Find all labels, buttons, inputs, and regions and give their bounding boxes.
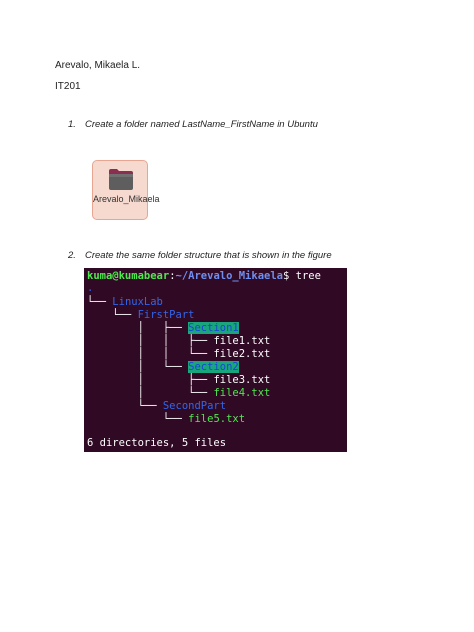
- course-code: IT201: [55, 81, 81, 92]
- tree-root: .: [87, 282, 94, 294]
- prompt-line: kuma@kumabear:~/Arevalo_Mikaela$ tree: [87, 270, 321, 283]
- prompt-separator: :: [169, 270, 176, 282]
- item-number-2: 2.: [68, 250, 76, 261]
- prompt-user: kuma@kumabear: [87, 270, 170, 282]
- item-text-1: Create a folder named LastName_FirstName…: [85, 119, 318, 130]
- tree-dir-firstpart: FirstPart: [137, 309, 195, 321]
- student-name: Arevalo, Mikaela L.: [55, 60, 141, 71]
- tree-file-file2: file2.txt: [213, 348, 271, 360]
- folder-tile[interactable]: Arevalo_Mikaela: [92, 160, 160, 220]
- terminal-screenshot: kuma@kumabear:~/Arevalo_Mikaela$ tree . …: [84, 268, 347, 452]
- tree-dir-section2: Section2: [188, 361, 239, 373]
- prompt-symbol: $: [282, 270, 290, 282]
- tree-file-file5: file5.txt: [188, 413, 246, 425]
- tree-dir-secondpart: SecondPart: [162, 400, 227, 412]
- item-number-1: 1.: [68, 119, 76, 130]
- prompt-path: ~/Arevalo_Mikaela: [175, 270, 283, 282]
- tree-file-file3: file3.txt: [213, 374, 271, 386]
- folder-icon: [109, 169, 133, 190]
- folder-label: Arevalo_Mikaela: [93, 194, 160, 204]
- tree-summary: 6 directories, 5 files: [87, 437, 227, 449]
- item-text-2: Create the same folder structure that is…: [85, 250, 332, 261]
- tree-file-file4: file4.txt: [213, 387, 271, 399]
- command-text: tree: [289, 270, 321, 282]
- tree-dir-section1: Section1: [188, 322, 239, 334]
- tree-dir-linuxlab: LinuxLab: [112, 296, 163, 308]
- tree-file-file1: file1.txt: [213, 335, 271, 347]
